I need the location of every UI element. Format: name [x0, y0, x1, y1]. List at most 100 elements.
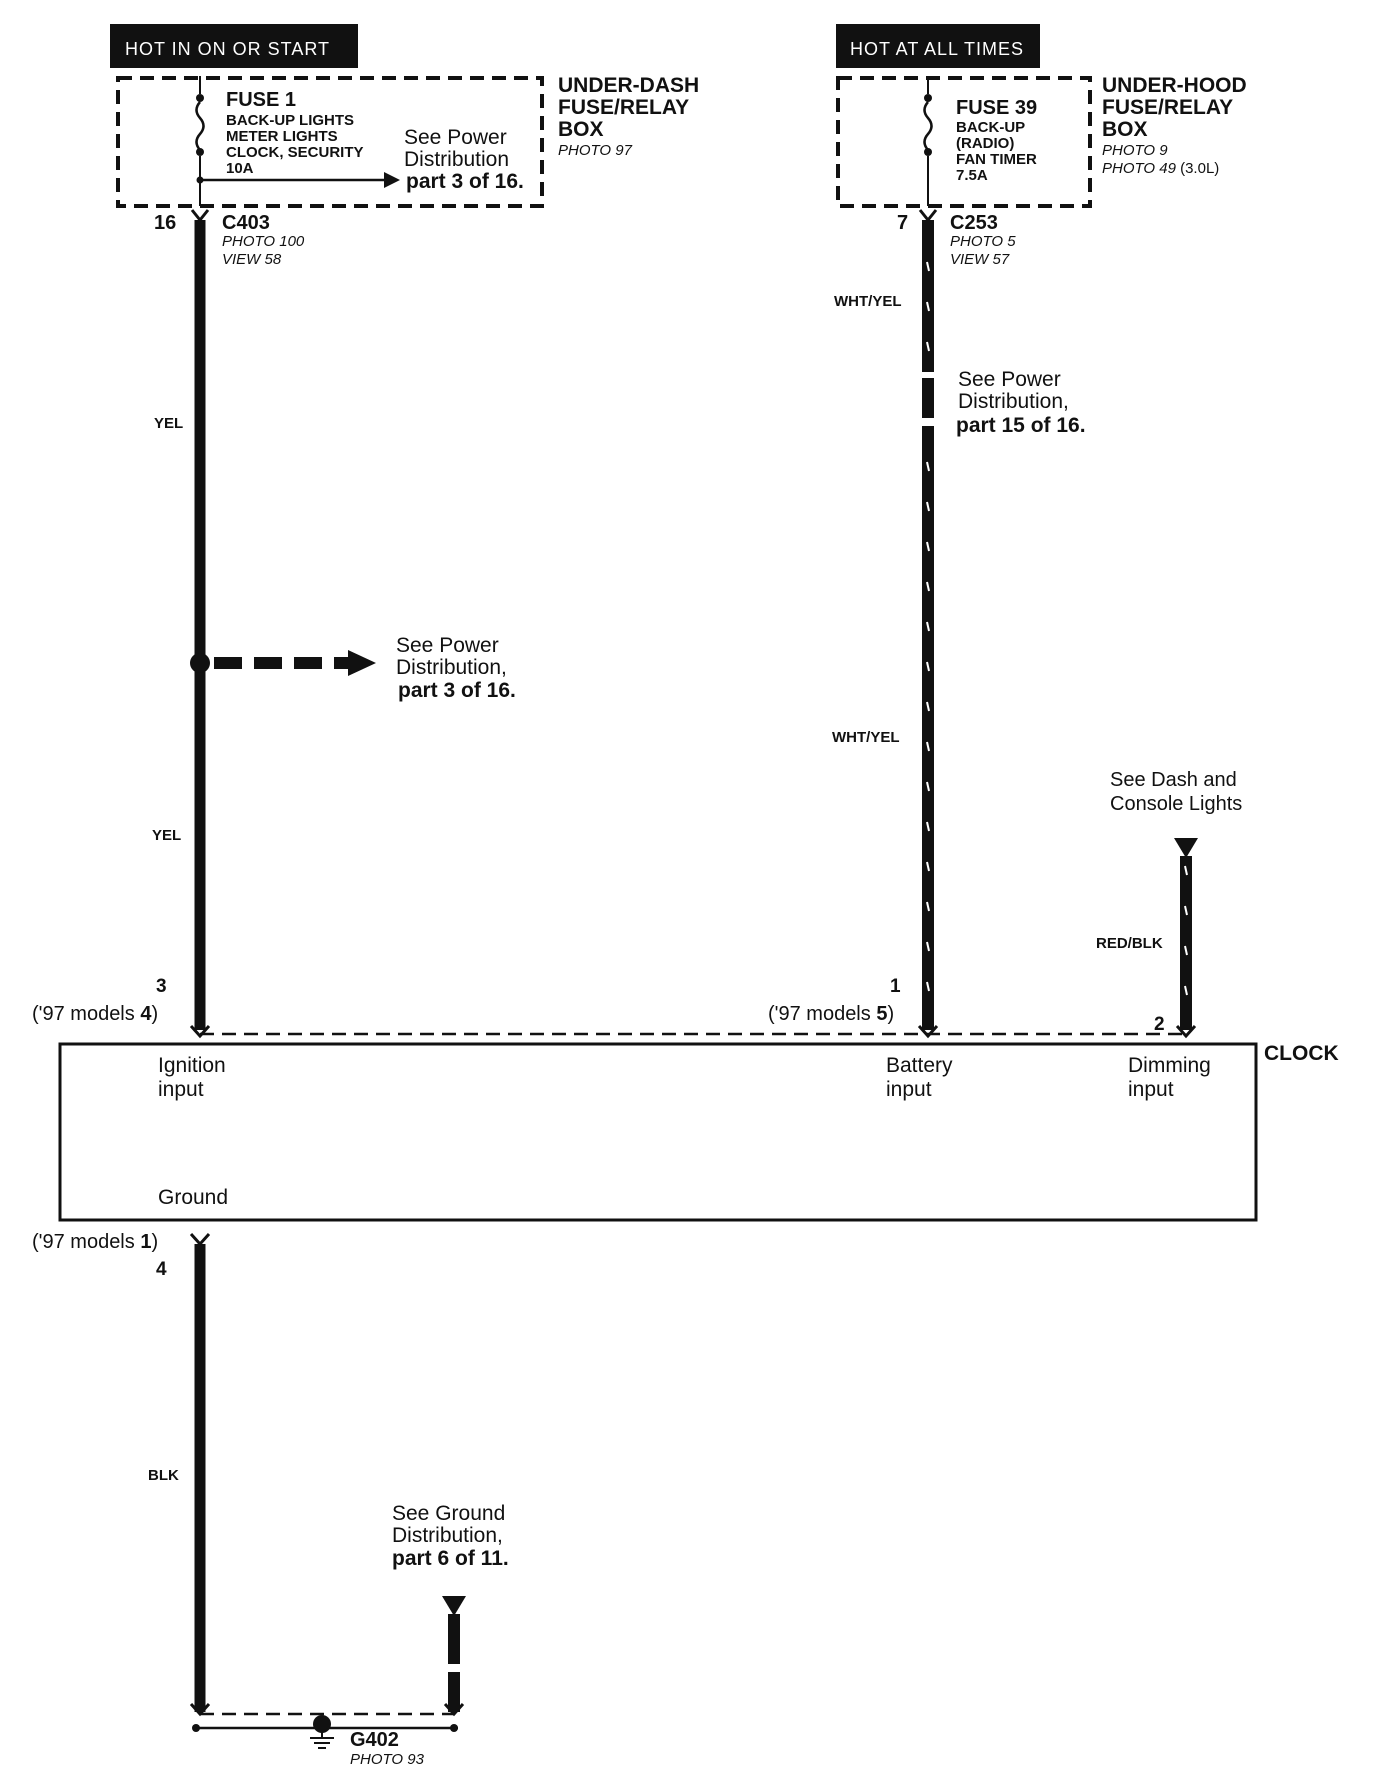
g402-ground	[189, 1702, 465, 1749]
yel-label-lower: YEL	[152, 827, 181, 844]
battery-pin-terminal	[917, 1024, 939, 1039]
arrow-down-icon	[442, 1596, 466, 1616]
wire-stripe	[926, 821, 930, 832]
ground-note-2: Distribution,	[392, 1524, 503, 1547]
fuse39-desc-3: FAN TIMER	[956, 151, 1037, 168]
wire-stripe	[926, 861, 930, 872]
clock-label: CLOCK	[1264, 1042, 1339, 1065]
wire-stripe	[1184, 905, 1188, 916]
ignition-pin-terminal	[189, 1024, 211, 1039]
right-header-bg	[836, 24, 1040, 68]
c403-view: VIEW 58	[222, 251, 282, 268]
dimming-input-label-1: Dimming	[1128, 1054, 1211, 1077]
battery-input-label-2: input	[886, 1078, 932, 1101]
fuse1-desc-3: CLOCK, SECURITY	[226, 144, 364, 161]
fuse1-top-dot	[196, 94, 204, 102]
under-dash-fuse-box-outline	[116, 76, 544, 208]
clock-component-box	[58, 1042, 1258, 1222]
under-dash-photo: PHOTO 97	[558, 142, 633, 159]
yel-label-upper: YEL	[154, 415, 183, 432]
fuse39-desc-4: 7.5A	[956, 167, 988, 184]
yel-splice-branch	[190, 650, 376, 676]
c253-terminal	[918, 209, 938, 223]
red-blk-label: RED/BLK	[1096, 935, 1163, 952]
ignition-input-label-1: Ignition	[158, 1054, 226, 1077]
left-header-bg	[110, 24, 358, 68]
ignition-alt-pin: ('97 models 4)	[32, 1003, 158, 1025]
wire-stripe	[926, 341, 930, 352]
under-dash-title-1: UNDER-DASH	[558, 74, 699, 97]
arrow-right-icon	[348, 650, 376, 676]
wire-stripe	[926, 301, 930, 312]
c403-pin: 16	[154, 212, 176, 234]
wire-stripe	[926, 541, 930, 552]
ignition-input-label-2: input	[158, 1078, 204, 1101]
under-hood-photo2: PHOTO 49 (3.0L)	[1102, 160, 1219, 177]
wht-yel-label-lower: WHT/YEL	[832, 729, 900, 746]
fuse39-desc-2: (RADIO)	[956, 135, 1014, 152]
ground-pin-number: 4	[156, 1259, 167, 1280]
left-header-text: HOT IN ON OR START	[125, 39, 330, 59]
wht-yel-label-upper: WHT/YEL	[834, 293, 902, 310]
fuse1-desc-2: METER LIGHTS	[226, 128, 338, 145]
arrow-down-icon	[1174, 838, 1198, 858]
mid-note-3: part 3 of 16.	[398, 679, 516, 702]
right-source: HOT AT ALL TIMES FUSE 39 BACK-UP (RADIO)…	[836, 24, 1247, 268]
c403-name: C403	[222, 212, 270, 234]
under-hood-title-3: BOX	[1102, 118, 1148, 141]
wire-stripe	[926, 981, 930, 992]
under-hood-title-2: FUSE/RELAY	[1102, 96, 1233, 119]
fuse1-note-3: part 3 of 16.	[406, 170, 524, 193]
battery-pin-number: 1	[890, 976, 901, 997]
c253-name: C253	[950, 212, 998, 234]
fuse39-bottom-dot	[924, 148, 932, 156]
blk-label: BLK	[148, 1467, 179, 1484]
battery-input-label-1: Battery	[886, 1054, 953, 1077]
wire-stripe	[1184, 945, 1188, 956]
wire-stripe	[1184, 865, 1188, 876]
wire-stripe	[926, 581, 930, 592]
ground-splice-dot	[313, 1715, 331, 1733]
c403-terminal	[190, 209, 210, 223]
right-header-text: HOT AT ALL TIMES	[850, 39, 1024, 59]
under-hood-fuse-box-outline	[836, 76, 1092, 208]
wire-stripe	[926, 781, 930, 792]
dimming-input-label-2: input	[1128, 1078, 1174, 1101]
dash-note-2: Console Lights	[1110, 793, 1242, 815]
ground-note-1: See Ground	[392, 1502, 505, 1525]
arrow-right-icon	[384, 172, 400, 188]
right-note-2: Distribution,	[958, 390, 1069, 413]
under-hood-photo: PHOTO 9	[1102, 142, 1168, 159]
wire-stripe	[926, 621, 930, 632]
g402-name: G402	[350, 1729, 399, 1751]
fuse1-icon	[195, 101, 205, 151]
yel-splice-dot	[190, 653, 210, 673]
c253-pin: 7	[897, 212, 908, 234]
fuse1-desc-4: 10A	[226, 160, 254, 177]
fuse1-bottom-dot	[196, 148, 204, 156]
ground-pin-terminal	[189, 1232, 211, 1247]
ground-alt-pin: ('97 models 1)	[32, 1231, 158, 1253]
fuse1-note-2: Distribution	[404, 148, 509, 171]
fuse39-name: FUSE 39	[956, 97, 1037, 119]
wire-stripe	[926, 661, 930, 672]
mid-note-2: Distribution,	[396, 656, 507, 679]
fuse39-icon	[923, 101, 933, 151]
g402-photo: PHOTO 93	[350, 1751, 425, 1768]
c253-view: VIEW 57	[950, 251, 1010, 268]
wire-stripe	[926, 941, 930, 952]
ground-input-label: Ground	[158, 1186, 228, 1209]
wire-stripe	[926, 701, 930, 712]
wire-stripe	[926, 901, 930, 912]
wire-stripe	[926, 261, 930, 272]
dash-note-1: See Dash and	[1110, 769, 1237, 791]
under-dash-title-3: BOX	[558, 118, 604, 141]
wire-stripe	[926, 741, 930, 752]
wire-stripe	[1184, 985, 1188, 996]
dimming-pin-number: 2	[1154, 1014, 1165, 1035]
battery-alt-pin: ('97 models 5)	[768, 1003, 894, 1025]
under-hood-title-1: UNDER-HOOD	[1102, 74, 1247, 97]
right-note-3: part 15 of 16.	[956, 414, 1086, 437]
dimming-pin-terminal	[1175, 1024, 1197, 1039]
